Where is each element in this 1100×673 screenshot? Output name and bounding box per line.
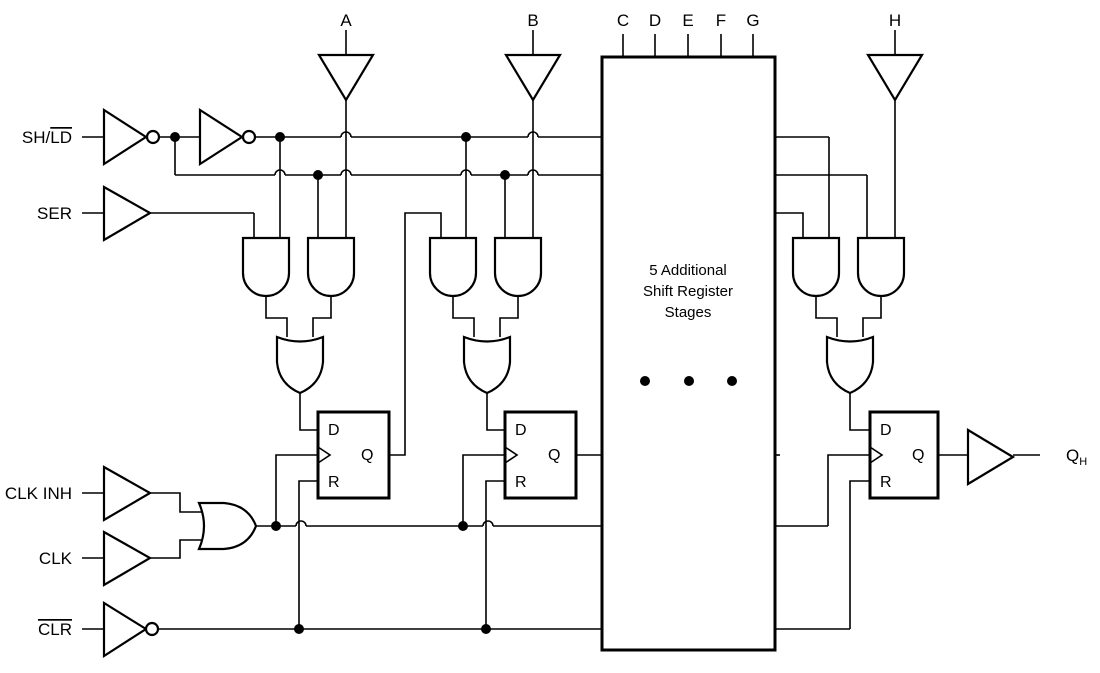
block-label-line-1: 5 Additional [649,262,727,279]
or-gate-1 [275,335,325,395]
or-gates [197,335,875,551]
block-label-line-2: Shift Register [643,283,733,300]
labels: SH/LD SER CLK INH CLK CLR A B C D E F G … [5,11,1087,639]
ff1-r-pin: R [328,474,340,491]
or-gate-2 [462,335,512,395]
input-g-label: G [746,11,759,30]
input-e-label: E [682,11,693,30]
ellipsis-dot [684,376,694,386]
and-gate-ha [791,236,841,298]
sh-ld-inverter-2 [198,107,245,167]
and-gate-1a [241,236,291,298]
clk-inh-label: CLK INH [5,484,72,503]
ff2-d-pin: D [515,422,527,439]
input-h-buffer [866,53,924,103]
ff1-d-pin: D [328,422,340,439]
input-a-label: A [340,11,352,30]
junction-dot [271,521,281,531]
output-buffer [966,428,1016,486]
input-d-label: D [649,11,661,30]
input-b-buffer [504,53,562,103]
clk-label: CLK [39,549,73,568]
junction-dot [481,624,491,634]
input-b-label: B [527,11,538,30]
input-a-buffer [317,53,375,103]
output-qh-subscript: H [1079,456,1087,468]
clr-inverter-bubble [144,621,160,637]
block-label-line-3: Stages [665,304,712,321]
junction-dot [170,132,180,142]
ff1-q-pin: Q [361,447,373,464]
or-gate-h [825,335,875,395]
input-buffers [102,107,257,659]
output-qh-label: QH [1066,446,1087,468]
ellipsis-dot [727,376,737,386]
additional-stages-block: 5 Additional Shift Register Stages [600,55,777,652]
junction-dot [313,170,323,180]
ff2-q-pin: Q [548,447,560,464]
and-gates [241,236,906,298]
junction-dot [461,132,471,142]
clr-label: CLR [38,620,72,639]
and-gate-2b [493,236,543,298]
parallel-input-buffers [317,53,924,103]
junction-dot [294,624,304,634]
clr-inverter [102,601,149,659]
clock-or-gate [197,501,258,551]
junction-dot [275,132,285,142]
input-f-label: F [716,11,726,30]
clk-buffer [102,530,153,587]
and-gate-hb [856,236,906,298]
ser-buffer [102,185,153,242]
flip-flops: D Q R D Q R D Q R [316,410,940,500]
flip-flop-2: D Q R [503,410,578,500]
sh-ld-label: SH/LD [22,128,72,147]
input-h-label: H [889,11,901,30]
junction-dot [458,521,468,531]
sh-ld-inverter-1 [102,107,149,167]
ffh-r-pin: R [880,474,892,491]
clk-inh-buffer [102,465,153,522]
ser-label: SER [37,204,72,223]
flip-flop-h: D Q R [868,410,940,500]
junctions [170,132,510,634]
junction-dot [500,170,510,180]
ffh-d-pin: D [880,422,892,439]
sh-ld-overbar-text: LD [50,128,72,147]
and-gate-1b [306,236,356,298]
and-gate-2a [428,236,478,298]
ffh-q-pin: Q [912,447,924,464]
ff2-r-pin: R [515,474,527,491]
input-c-label: C [617,11,629,30]
sh-ld-inverter-1-bubble [145,129,161,145]
sh-ld-inverter-2-bubble [241,129,257,145]
ellipsis-dot [640,376,650,386]
flip-flop-1: D Q R [316,410,391,500]
